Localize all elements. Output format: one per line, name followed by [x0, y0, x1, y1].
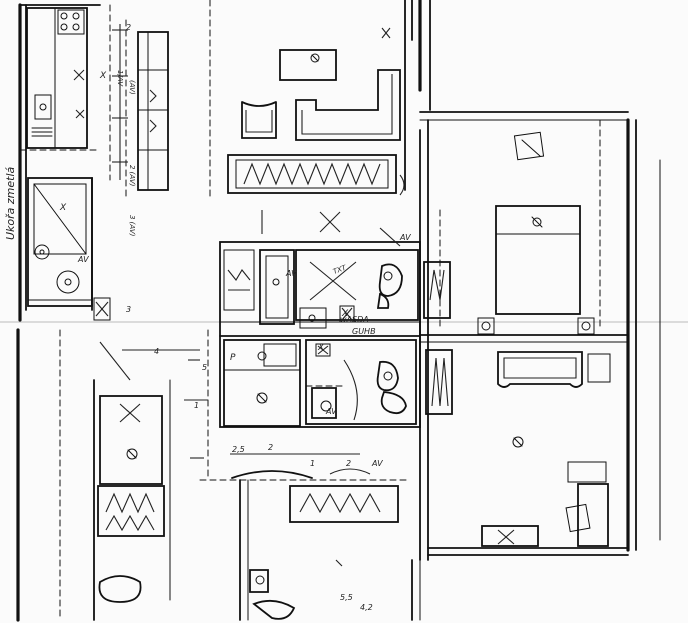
- side-note-3: 2 (AV): [128, 165, 136, 187]
- fixture-x-3: X: [341, 309, 349, 319]
- fixture-x-1: X: [59, 203, 67, 213]
- av-mark-3: AV: [399, 233, 411, 242]
- av-mark-2: AV: [325, 407, 337, 416]
- dim-mark-6: 2,5: [232, 445, 245, 454]
- side-note-5: TXT: [332, 264, 348, 276]
- central-bathroom: [219, 241, 453, 428]
- kitchen: [19, 4, 111, 181]
- dim-mark-5: 1: [194, 401, 199, 410]
- fixture-x-2: X: [317, 343, 325, 353]
- left-bathroom: [27, 177, 111, 321]
- dim-mark-2: 3: [126, 305, 131, 314]
- fixture-x-4: X: [99, 71, 107, 81]
- rotated-note: Ukořa zmetlá: [4, 166, 17, 240]
- dim-mark-3: 4: [154, 347, 159, 356]
- dim-mark-1: 2: [126, 23, 131, 32]
- kitchen-counter: [125, 19, 169, 201]
- av-mark-1: AV: [77, 255, 89, 264]
- dim-mark-4: 5: [202, 363, 207, 372]
- bottom-left-room: [59, 329, 171, 621]
- handwritten-labels: Ukořa zmetlá wASDA GUHB AV AV AV AV AV 2…: [4, 23, 411, 612]
- note-wasda: wASDA: [340, 315, 369, 324]
- dim-mark-8: 1: [310, 459, 315, 468]
- note-guhb: GUHB: [352, 327, 376, 336]
- exterior-walls: [16, 0, 661, 622]
- dimension-marks: [99, 24, 401, 567]
- av-mark-4: AV: [285, 269, 297, 278]
- fixture-p: P: [230, 353, 236, 363]
- bedroom-bottom-right: [481, 351, 611, 547]
- side-note-1: (AV): [128, 80, 136, 95]
- dim-mark-10: 5,5: [340, 593, 353, 602]
- bedroom-top-right: [439, 119, 601, 335]
- side-note-4: 3 (AV): [128, 215, 136, 237]
- living-room: [209, 0, 405, 201]
- side-note-2: 1/AV: [116, 70, 124, 87]
- dim-mark-11: 4,2: [360, 603, 373, 612]
- bottom-centre-room: [199, 329, 411, 621]
- av-mark-5: AV: [371, 459, 383, 468]
- dim-mark-7: 2: [268, 443, 273, 452]
- dim-mark-9: 2: [346, 459, 351, 468]
